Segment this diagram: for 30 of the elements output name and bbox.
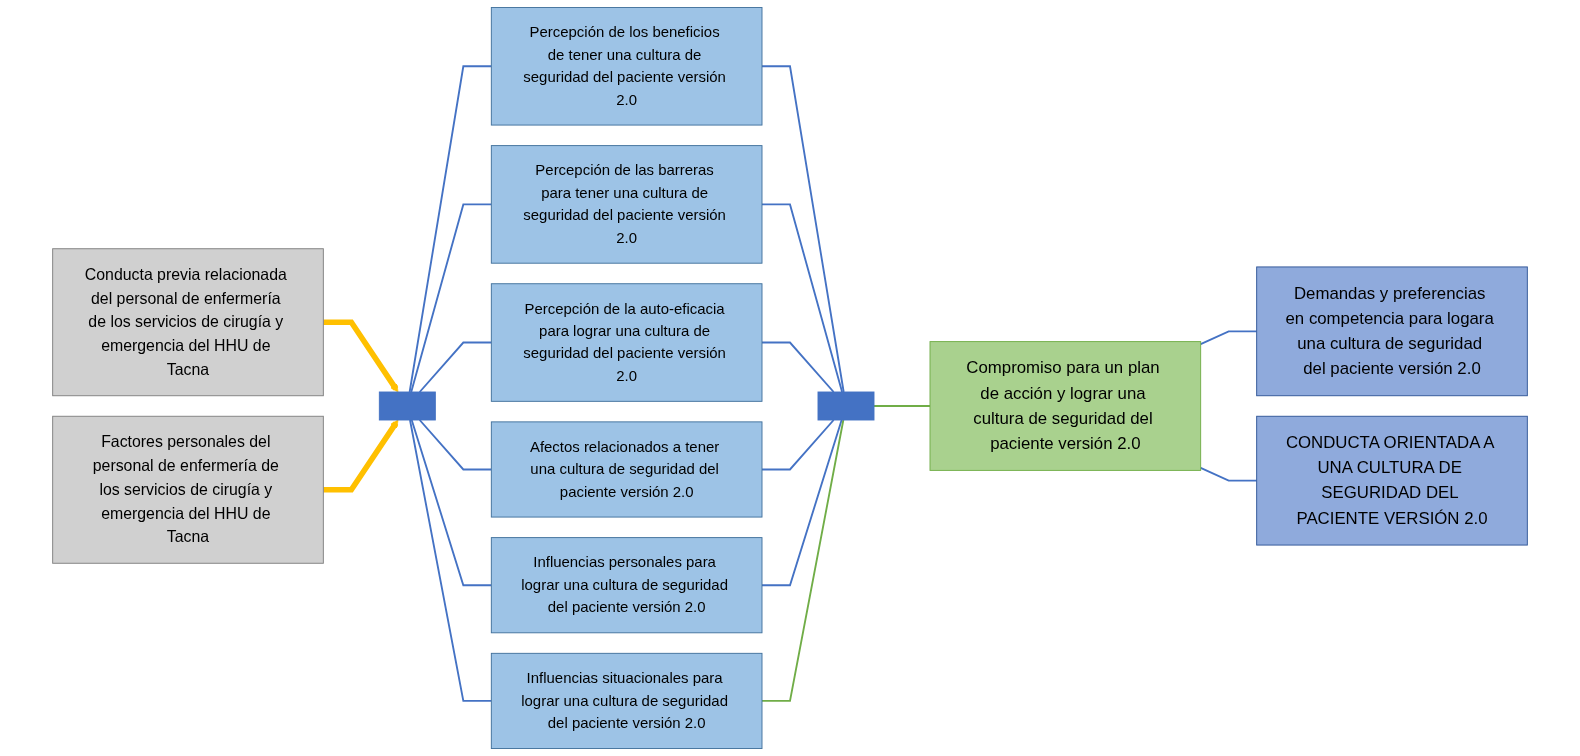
connector xyxy=(418,419,493,471)
node-box: Conducta previa relacionada del personal de enfermería de los servicios de cirugía y emergencia del HHU de Tacna xyxy=(52,248,324,397)
connector xyxy=(761,203,844,393)
connector xyxy=(761,65,845,393)
node-box: Percepción de los beneficios de tener una cultura de seguridad del paciente versión 2.0 xyxy=(490,7,763,126)
connector xyxy=(761,419,835,471)
connector xyxy=(1199,466,1258,482)
node-box: Compromiso para un plan de acción y lograr una cultura de seguridad del paciente versión 2.0 xyxy=(929,341,1202,471)
connector xyxy=(410,203,493,393)
connector xyxy=(1199,330,1258,346)
node-bar xyxy=(817,391,875,421)
node-box: Demandas y preferencias en competencia para logara una cultura de seguridad del paciente versión 2.0 xyxy=(1256,266,1528,397)
connector xyxy=(761,419,845,702)
node-box: Influencias personales para lograr una cultura de seguridad del paciente versión 2.0 xyxy=(490,537,763,634)
connector xyxy=(408,65,493,393)
connector xyxy=(418,341,493,393)
connector xyxy=(873,405,931,407)
node-box: Influencias situacionales para lograr una cultura de seguridad del paciente versión 2.0 xyxy=(490,652,763,749)
node-box: Factores personales del personal de enfermería de los servicios de cirugía y emergencia del HHU de Tacna xyxy=(52,415,324,564)
node-box: CONDUCTA ORIENTADA A UNA CULTURA DE SEGURIDAD DEL PACIENTE VERSIÓN 2.0 xyxy=(1256,415,1528,546)
connector xyxy=(761,419,843,587)
arrow xyxy=(323,319,399,393)
connector xyxy=(761,341,835,393)
connector xyxy=(410,419,493,587)
node-box: Afectos relacionados a tener una cultura de seguridad del paciente versión 2.0 xyxy=(490,421,763,518)
node-box: Percepción de la auto-eficacia para lograr una cultura de seguridad del paciente versión 2.0 xyxy=(490,283,763,402)
node-bar xyxy=(378,391,436,421)
connector xyxy=(409,419,493,702)
node-box: Percepción de las barreras para tener una cultura de seguridad del paciente versión 2.0 xyxy=(490,145,763,264)
arrow xyxy=(323,419,399,493)
